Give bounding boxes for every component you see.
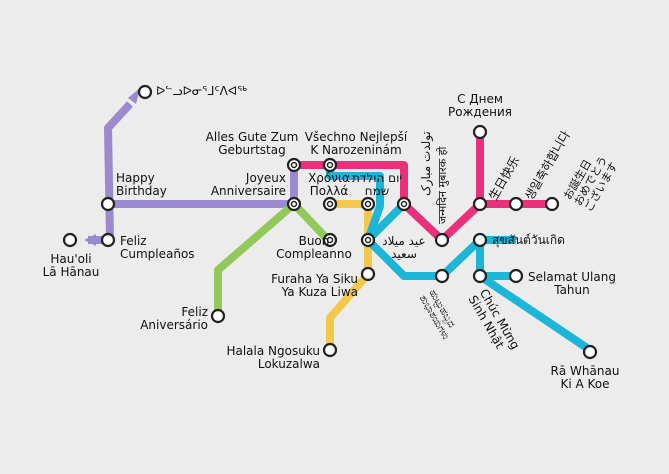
pink-line bbox=[294, 161, 548, 244]
cyan-line-4 bbox=[477, 272, 593, 354]
label-happy-birthday: Happy Birthday bbox=[116, 172, 167, 198]
label-malay-line2: Tahun bbox=[554, 283, 590, 297]
arrow-icon bbox=[128, 88, 140, 104]
label-greek-line2: Πολλά bbox=[309, 184, 349, 198]
label-persian: تولدت مبارک bbox=[419, 131, 433, 196]
label-swahili-line1: Furaha Ya Siku bbox=[271, 272, 358, 286]
label-buon-line2: Compleanno bbox=[276, 247, 352, 261]
station-inuktitut[interactable] bbox=[137, 84, 153, 100]
interchange-ring bbox=[364, 236, 372, 244]
label-swahili-line2: Ya Kuza Liwa bbox=[281, 285, 358, 299]
label-halala-line2: Lokuzalwa bbox=[257, 357, 320, 371]
label-thai: สุขสันต์วันเกิด bbox=[492, 233, 565, 247]
label-feliz-cumple-line1: Feliz bbox=[120, 234, 147, 248]
label-inuktitut: ᐅᓪᓗᐅᓂᕐᒧᑦᐱᐊᕐᒃ bbox=[156, 84, 247, 98]
label-czech-line1: Všechno Nejlepší bbox=[304, 130, 408, 144]
station-chinese[interactable] bbox=[472, 196, 488, 212]
station-vietnamese[interactable] bbox=[472, 268, 488, 284]
label-czech-line2: K Narozeninám bbox=[310, 143, 402, 157]
interchange-ring bbox=[364, 200, 372, 208]
label-greek: Χρόνια Πολλά bbox=[306, 172, 352, 198]
interchange-ring bbox=[326, 200, 334, 208]
label-feliz-cumple-line2: Cumpleaños bbox=[120, 247, 195, 261]
label-hebrew-line2: שמח bbox=[364, 184, 390, 198]
interchange-ring bbox=[326, 236, 334, 244]
label-hebrew: יום הולדת שמח bbox=[352, 172, 402, 198]
label-german: Alles Gute Zum Geburtstag bbox=[202, 131, 302, 157]
label-hawaiian-line1: Hau'oli bbox=[50, 252, 92, 266]
label-french-line2: Anniversaire bbox=[210, 184, 286, 198]
label-maori-line1: Rā Whānau bbox=[550, 364, 620, 378]
label-czech: Všechno Nejlepší K Narozeninám bbox=[300, 131, 412, 157]
label-feliz-cumpleanos: Feliz Cumpleaños bbox=[120, 235, 195, 261]
label-hebrew-line1: יום הולדת bbox=[352, 171, 403, 185]
label-swahili: Furaha Ya Siku Ya Kuza Liwa bbox=[240, 273, 358, 299]
station-halala[interactable] bbox=[322, 342, 338, 358]
label-french: Joyeux Anniversaire bbox=[196, 172, 286, 198]
interchange-ring bbox=[290, 200, 298, 208]
interchange-ring bbox=[400, 200, 408, 208]
station-malay[interactable] bbox=[508, 268, 524, 284]
label-arabic: عيد ميلاد سعيد bbox=[374, 235, 434, 261]
station-feliz-cumpleanos[interactable] bbox=[100, 232, 116, 248]
label-happy-line1: Happy bbox=[116, 171, 155, 185]
label-russian: С Днем Рождения bbox=[440, 93, 520, 119]
label-feliz-aniv-line1: Feliz bbox=[181, 305, 208, 319]
label-feliz-aniv-line2: Aniversário bbox=[140, 318, 208, 332]
station-happy-birthday[interactable] bbox=[100, 196, 116, 212]
interchange-ring bbox=[290, 161, 298, 169]
station-swahili[interactable] bbox=[360, 266, 376, 282]
station-hindi[interactable] bbox=[434, 232, 450, 248]
label-hindi: जन्मदिन मुबारक हो bbox=[436, 146, 449, 224]
label-russian-line2: Рождения bbox=[448, 105, 512, 119]
label-malay-line1: Selamat Ulang bbox=[528, 270, 616, 284]
arrow-icon bbox=[84, 234, 96, 246]
label-german-line1: Alles Gute Zum bbox=[205, 130, 299, 144]
label-russian-line1: С Днем bbox=[457, 92, 503, 106]
station-kannada[interactable] bbox=[434, 268, 450, 284]
label-halala: Halala Ngosuku Lokuzalwa bbox=[212, 345, 320, 371]
label-arabic-line2: سعيد bbox=[391, 247, 417, 261]
label-maori: Rā Whānau Ki A Koe bbox=[542, 365, 628, 391]
label-french-line1: Joyeux bbox=[245, 171, 286, 185]
station-hau-oli[interactable] bbox=[62, 232, 78, 248]
label-feliz-aniv: Feliz Aniversário bbox=[120, 306, 208, 332]
station-korean[interactable] bbox=[508, 196, 524, 212]
station-maori[interactable] bbox=[582, 344, 598, 360]
station-feliz-aniv[interactable] bbox=[210, 308, 226, 324]
label-buon-line1: Buon bbox=[298, 234, 330, 248]
label-halala-line1: Halala Ngosuku bbox=[226, 344, 320, 358]
label-hawaiian: Hau'oli Lā Hānau bbox=[28, 253, 114, 279]
label-maori-line2: Ki A Koe bbox=[560, 377, 610, 391]
interchange-ring bbox=[326, 161, 334, 169]
label-malay: Selamat Ulang Tahun bbox=[522, 271, 622, 297]
label-buon: Buon Compleanno bbox=[276, 235, 352, 261]
station-thai[interactable] bbox=[472, 232, 488, 248]
label-greek-line1: Χρόνια bbox=[308, 171, 350, 185]
green-line bbox=[214, 200, 297, 316]
label-german-line2: Geburtstag bbox=[218, 143, 286, 157]
green-line-2 bbox=[291, 201, 333, 245]
label-arabic-line1: عيد ميلاد bbox=[382, 234, 426, 248]
label-happy-line2: Birthday bbox=[116, 184, 167, 198]
station-japanese[interactable] bbox=[544, 196, 560, 212]
label-hawaiian-line2: Lā Hānau bbox=[42, 265, 100, 279]
station-russian[interactable] bbox=[472, 124, 488, 140]
cyan-line-2 bbox=[365, 201, 407, 243]
